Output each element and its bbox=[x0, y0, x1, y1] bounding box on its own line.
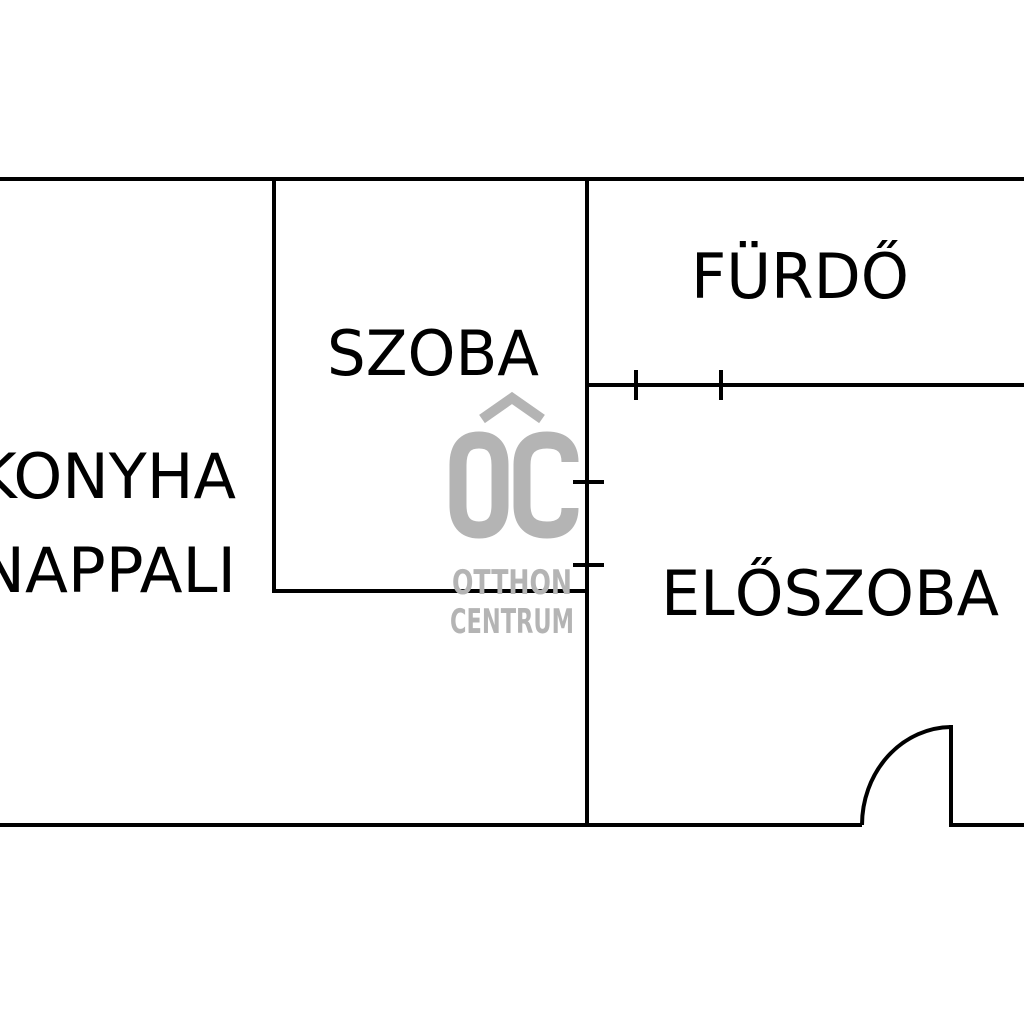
room-label-szoba: SZOBA bbox=[327, 317, 539, 390]
logo-c-letter bbox=[513, 431, 579, 539]
walls bbox=[0, 177, 1024, 827]
otthon-centrum-logo: OTTHON CENTRUM bbox=[449, 391, 579, 642]
room-label-eloszoba: ELŐSZOBA bbox=[661, 557, 999, 630]
room-label-konyha: KONYHA bbox=[0, 440, 236, 513]
logo-o-letter bbox=[449, 431, 509, 539]
logo-caret-icon bbox=[479, 391, 545, 424]
logo-text-centrum: CENTRUM bbox=[450, 602, 574, 642]
entrance-door-swing bbox=[860, 725, 952, 826]
logo-text-otthon: OTTHON bbox=[452, 563, 572, 603]
room-labels: KONYHA NAPPALI SZOBA FÜRDŐ ELŐSZOBA bbox=[0, 240, 999, 630]
room-label-nappali: NAPPALI bbox=[0, 534, 236, 607]
room-label-furdo: FÜRDŐ bbox=[691, 240, 909, 313]
